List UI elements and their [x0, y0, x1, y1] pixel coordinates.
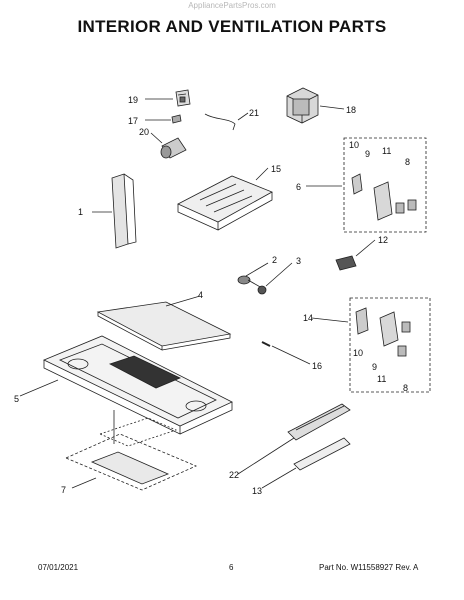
- part-6-switch-group: [343, 137, 427, 233]
- callout-22: 22: [229, 470, 239, 480]
- callout-4: 4: [198, 290, 203, 300]
- callout-9-top: 9: [365, 149, 370, 159]
- callout-labels: 19 17 20 21 18 1 15 6 10 9 11 8 12 2 3 4…: [14, 95, 410, 496]
- callout-8-top: 8: [405, 157, 410, 167]
- callout-12: 12: [378, 235, 388, 245]
- callout-18: 18: [346, 105, 356, 115]
- callout-10-bottom: 10: [353, 348, 363, 358]
- callout-16: 16: [312, 361, 322, 371]
- callout-20: 20: [139, 127, 149, 137]
- part-21-wire: [204, 113, 236, 131]
- callout-19: 19: [128, 95, 138, 105]
- part-18-transformer: [286, 87, 319, 124]
- callout-6: 6: [296, 182, 301, 192]
- callout-14: 14: [303, 313, 313, 323]
- part-15-plate: [177, 175, 273, 231]
- part-17-clip: [171, 114, 182, 124]
- part-19-bracket: [175, 89, 191, 107]
- footer-date: 07/01/2021: [38, 563, 79, 572]
- page-title: INTERIOR AND VENTILATION PARTS: [77, 17, 387, 36]
- callout-8-bottom: 8: [403, 383, 408, 393]
- callout-11-bottom: 11: [377, 374, 386, 384]
- callout-1: 1: [78, 207, 83, 217]
- leader-lines: [19, 98, 376, 489]
- callout-17: 17: [128, 116, 138, 126]
- part-22-vent: [287, 403, 351, 441]
- part-13-trim: [293, 437, 351, 471]
- part-14-switch-group: [349, 297, 431, 393]
- footer-page-number: 6: [229, 563, 234, 572]
- watermark: AppliancePartsPros.com: [188, 1, 276, 10]
- callout-10-top: 10: [349, 140, 359, 150]
- part-20-capacitor: [160, 137, 187, 159]
- callout-3: 3: [296, 256, 301, 266]
- part-16-spring: [261, 341, 271, 347]
- callout-21: 21: [249, 108, 259, 118]
- callout-5: 5: [14, 394, 19, 404]
- footer-part-info: Part No. W11558927 Rev. A: [319, 563, 419, 572]
- callout-7: 7: [61, 485, 66, 495]
- callout-2: 2: [272, 255, 277, 265]
- callout-13: 13: [252, 486, 262, 496]
- part-5-bottom-tray: [43, 335, 233, 435]
- part-2-3-lamp: [237, 275, 267, 295]
- part-4-panel: [96, 301, 232, 351]
- part-7-filter-box: [64, 410, 198, 491]
- part-1-duct: [111, 173, 137, 249]
- callout-9-bottom: 9: [372, 362, 377, 372]
- callout-11-top: 11: [382, 146, 391, 156]
- part-12-filter: [335, 255, 357, 271]
- callout-15: 15: [271, 164, 281, 174]
